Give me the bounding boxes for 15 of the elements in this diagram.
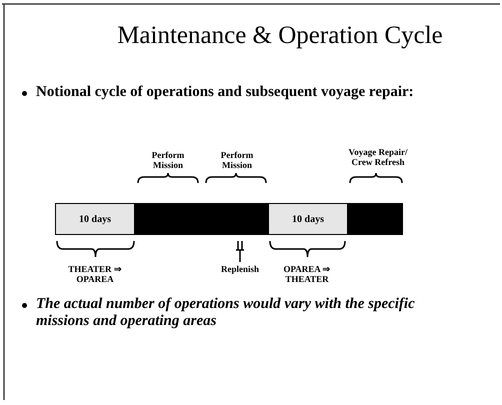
annotation-label: THEATER ⇒ OPAREA xyxy=(67,264,123,284)
timeline-bar-segment xyxy=(135,203,268,235)
timeline-segment xyxy=(268,203,348,235)
segment-label: 10 days xyxy=(79,214,111,224)
bullet-text: The actual number of operations would vary with the specific missions and operating areas xyxy=(36,296,416,330)
annotation-label: Perform Mission xyxy=(150,150,186,170)
slide-title: Maintenance & Operation Cycle xyxy=(116,22,444,50)
timeline-segment xyxy=(55,203,135,235)
timeline-bar-segment xyxy=(348,203,403,235)
annotation-label: OPAREA ⇒ THEATER xyxy=(282,264,332,284)
annotation-label: Voyage Repair/ Crew Refresh xyxy=(348,147,408,167)
bullet-text: Notional cycle of operations and subsequent voyage repair: xyxy=(36,84,415,101)
annotation-label: Replenish xyxy=(220,264,260,274)
segment-label: 10 days xyxy=(292,214,324,224)
annotation-label: Perform Mission xyxy=(220,150,254,170)
